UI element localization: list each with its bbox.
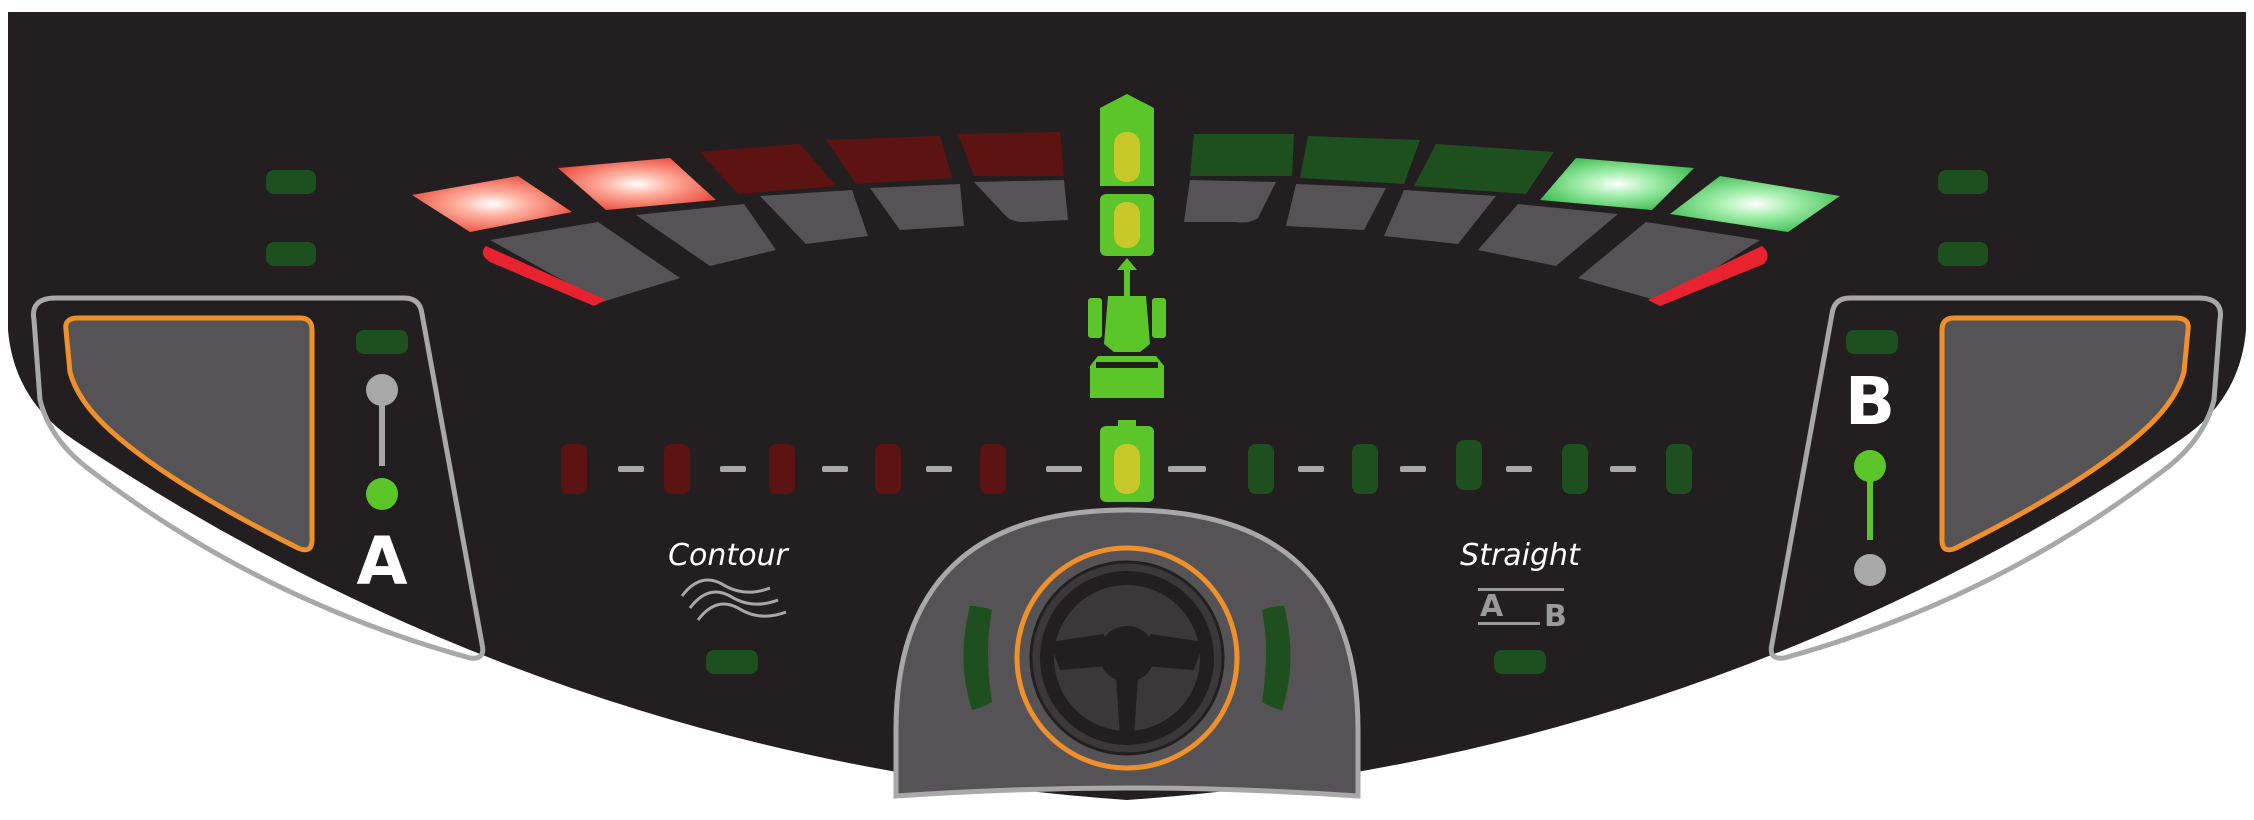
b-point-set-icon <box>1854 450 1886 586</box>
a-label: A <box>356 523 407 600</box>
contour-mode[interactable]: Contour <box>668 538 790 674</box>
status-led-left-bottom <box>266 242 316 266</box>
b-indicator-top <box>1854 450 1886 482</box>
status-led-right-top <box>1938 170 1988 194</box>
b-button-group: B <box>1768 295 2224 661</box>
a-indicator-top <box>366 374 398 406</box>
straight-label: Straight <box>1460 538 1581 573</box>
b-point-button[interactable] <box>1939 315 2191 553</box>
arc-inner-right-5 <box>1578 222 1760 302</box>
a-point-set-icon <box>366 374 398 510</box>
arc-segment-left-3 <box>700 144 836 194</box>
steering-podium <box>893 507 1361 799</box>
on-line-segment-bottom-inner <box>1114 444 1140 494</box>
arc-inner-left-2 <box>636 204 776 266</box>
status-led-right-bottom <box>1938 242 1988 266</box>
arc-right <box>1184 134 1840 306</box>
a-point-button[interactable] <box>63 315 315 553</box>
arc-inner-right-1 <box>1184 180 1276 223</box>
steering-wheel-icon <box>1040 571 1214 745</box>
contour-label: Contour <box>668 538 789 573</box>
straight-indicator-led <box>1494 650 1546 674</box>
tractor-icon <box>1088 296 1166 398</box>
arc-left <box>412 132 1068 306</box>
on-line-segment-top-inner <box>1114 132 1140 182</box>
arc-inner-right-4 <box>1478 204 1618 266</box>
steer-engage-indicator-left <box>963 606 992 710</box>
arc-inner-left-5 <box>974 180 1068 222</box>
arc-segment-right-1 <box>1190 134 1294 176</box>
offset-led-left-3 <box>769 444 795 494</box>
b-button-bezel <box>1768 295 2224 661</box>
b-status-led <box>1846 330 1898 354</box>
offset-led-right-1 <box>1248 444 1274 494</box>
contour-lines-icon <box>680 578 787 621</box>
a-button-group: A <box>30 295 486 661</box>
on-line-column <box>1088 94 1166 502</box>
arc-segment-right-4 <box>1540 158 1694 210</box>
offset-led-right-5 <box>1666 444 1692 494</box>
a-button-bezel <box>30 295 486 661</box>
offset-led-left-1 <box>980 444 1006 494</box>
ab-line-icon: A B <box>1478 588 1567 634</box>
status-led-left-top <box>266 170 316 194</box>
on-line-segment-bottom-notch <box>1118 420 1136 432</box>
a-status-led <box>356 330 408 354</box>
b-label: B <box>1845 363 1895 440</box>
offset-led-left-2 <box>875 444 901 494</box>
arc-inner-left-1 <box>490 222 680 302</box>
steer-engage-indicator-right <box>1262 606 1291 710</box>
arrow-up-icon <box>1117 258 1137 296</box>
svg-text:A: A <box>1480 589 1504 624</box>
contour-indicator-led <box>706 650 758 674</box>
arc-segment-left-4 <box>826 136 952 184</box>
arc-segment-right-3 <box>1414 144 1554 194</box>
on-line-segment-middle-inner <box>1114 202 1140 248</box>
offset-dashes <box>618 466 1636 472</box>
arc-inner-left-4 <box>870 184 964 230</box>
offset-led-right-2 <box>1352 444 1378 494</box>
arc-segment-left-2 <box>558 158 716 210</box>
arc-inner-left-3 <box>760 190 868 244</box>
offset-led-left-5 <box>561 444 587 494</box>
arc-inner-right-3 <box>1384 190 1496 244</box>
offset-bar <box>561 440 1692 494</box>
offset-led-right-3 <box>1456 440 1482 490</box>
arc-inner-right-2 <box>1286 184 1386 230</box>
b-indicator-bottom <box>1854 554 1886 586</box>
arc-segment-left-1 <box>412 176 572 232</box>
arc-segment-right-2 <box>1300 136 1420 184</box>
offset-led-left-4 <box>664 444 690 494</box>
offset-led-right-4 <box>1562 444 1588 494</box>
arc-segment-left-5 <box>958 132 1064 176</box>
arc-edge-right-red <box>1648 246 1768 306</box>
svg-text:B: B <box>1544 599 1567 634</box>
arc-segment-right-5 <box>1670 176 1840 232</box>
a-indicator-bottom <box>366 478 398 510</box>
straight-mode[interactable]: Straight A B <box>1460 538 1581 674</box>
arc-edge-left-red <box>482 246 606 306</box>
